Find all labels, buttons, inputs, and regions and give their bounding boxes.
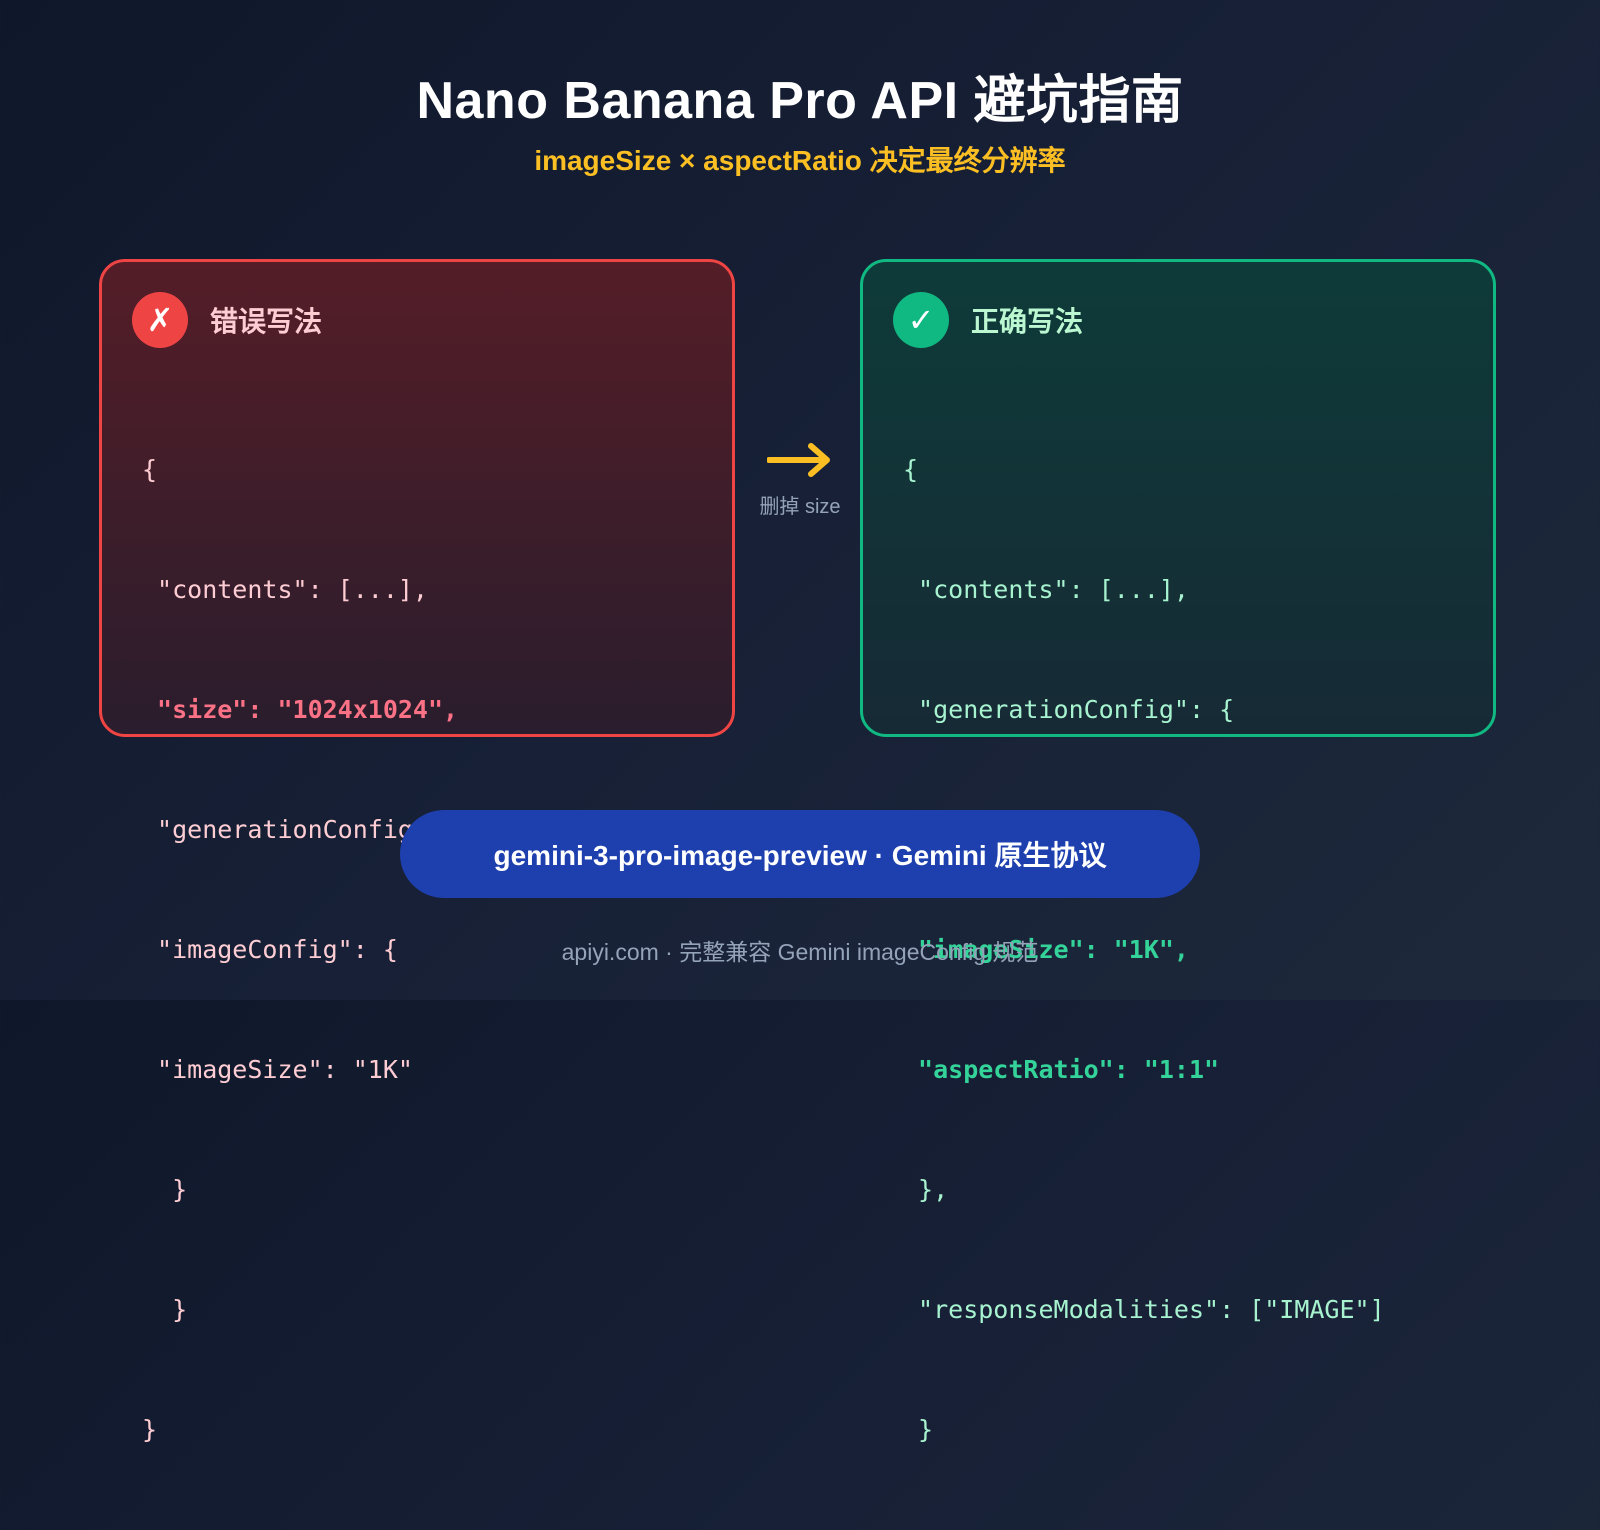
code-line: "contents": [...], [142,575,428,604]
code-line: "imageConfig": { [142,935,398,964]
code-line: } [142,1295,188,1324]
code-line: "generationConfig": { [903,695,1235,724]
check-mark-icon: ✓ [893,292,949,348]
code-line: "imageSize": "1K" [142,1055,413,1084]
wrong-example-card: ✗ 错误写法 { "contents": [...], "size": "102… [99,259,735,1444]
code-line: } [142,1415,158,1444]
model-pill: gemini-3-pro-image-preview · Gemini 原生协议 [400,810,1200,898]
code-line: }, [903,1175,949,1204]
wrong-card-title: 错误写法 [210,306,323,337]
right-card-title: 正确写法 [971,306,1084,337]
page-title: Nano Banana Pro API 避坑指南 [416,72,1184,130]
code-line-highlighted: "imageSize": "1K", [903,935,1189,964]
code-line: "contents": [...], [903,575,1189,604]
transition-arrow: 删掉 size [740,440,860,519]
code-line: { [903,455,919,484]
wrong-card-header: ✗ 错误写法 [132,292,322,348]
right-example-card: ✓ 正确写法 { "contents": [...], "generationC… [860,259,1496,1444]
arrow-right-icon [767,443,830,477]
code-line: "responseModalities": ["IMAGE"] [903,1295,1385,1324]
model-pill-label: gemini-3-pro-image-preview · Gemini 原生协议 [493,840,1107,871]
transition-label: 删掉 size [759,496,841,518]
code-line: } [903,1415,934,1444]
code-line-highlighted: "size": "1024x1024", [142,695,459,724]
right-card-header: ✓ 正确写法 [893,292,1083,348]
code-line-highlighted: "aspectRatio": "1:1" [903,1055,1220,1084]
footer-note: apiyi.com · 完整兼容 Gemini imageConfig 规范 [561,939,1039,965]
x-mark-icon: ✗ [132,292,188,348]
code-line: { [142,455,158,484]
code-line: } [142,1175,188,1204]
page-subtitle: imageSize × aspectRatio 决定最终分辨率 [534,145,1066,176]
